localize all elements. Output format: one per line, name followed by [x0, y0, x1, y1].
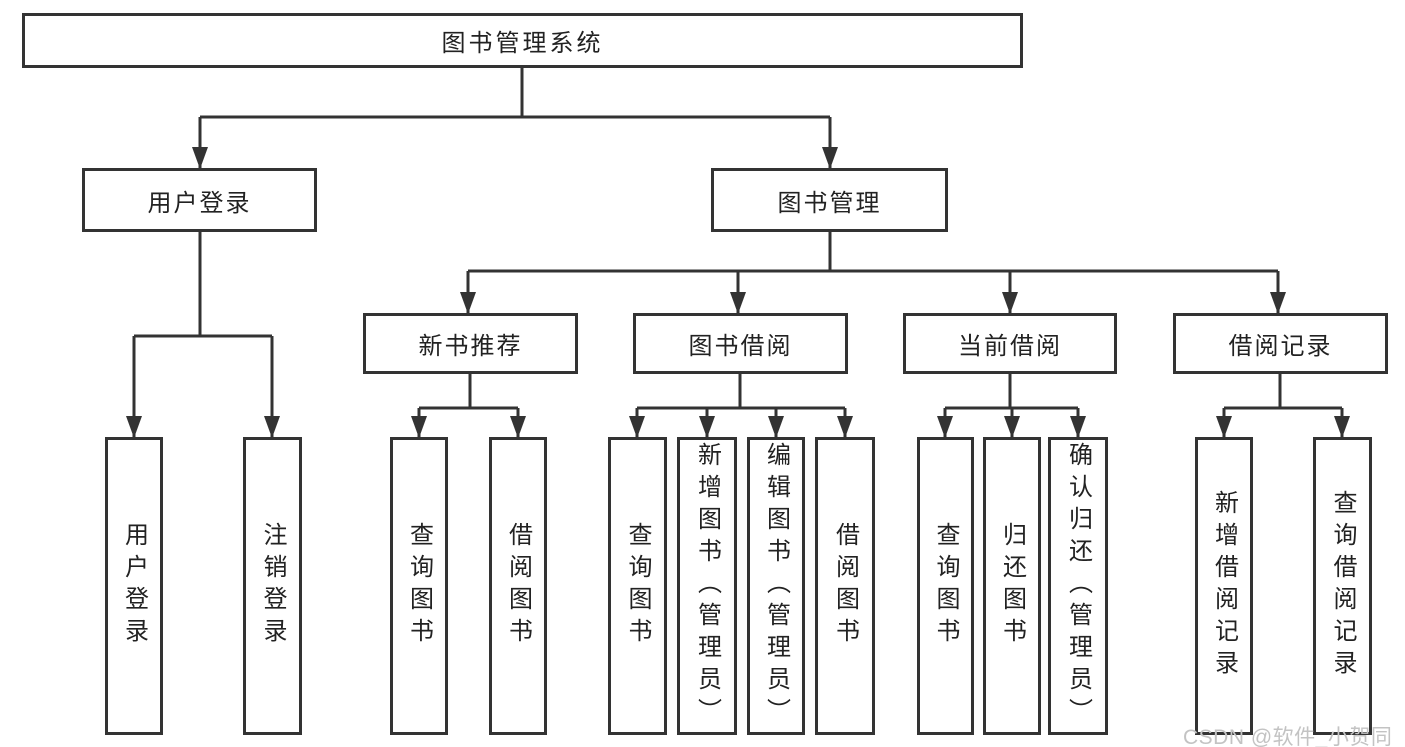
leaf-query-borrow-record: 查询借阅记录	[1313, 437, 1372, 735]
node-book-management: 图书管理	[711, 168, 948, 232]
leaf-return-book: 归还图书	[983, 437, 1041, 735]
leaf-edit-book-admin: 编辑图书（管理员）	[747, 437, 805, 735]
node-book-borrowing: 图书借阅	[633, 313, 848, 374]
node-user-login: 用户登录	[82, 168, 317, 232]
watermark-text: CSDN @软件_小贺同学	[1183, 726, 1393, 747]
leaf-query-books-borrowing: 查询图书	[608, 437, 667, 735]
node-new-book-recommendation: 新书推荐	[363, 313, 578, 374]
leaf-borrow-books-borrowing: 借阅图书	[815, 437, 875, 735]
leaf-user-login: 用户登录	[105, 437, 163, 735]
leaf-confirm-return-admin: 确认归还（管理员）	[1048, 437, 1108, 735]
leaf-add-borrow-record: 新增借阅记录	[1195, 437, 1253, 735]
leaf-logout: 注销登录	[243, 437, 302, 735]
node-library-management-system: 图书管理系统	[22, 13, 1023, 68]
leaf-add-book-admin: 新增图书（管理员）	[677, 437, 737, 735]
leaf-query-books-current: 查询图书	[917, 437, 974, 735]
leaf-query-books-recommend: 查询图书	[390, 437, 448, 735]
leaf-borrow-books-recommend: 借阅图书	[489, 437, 547, 735]
node-borrowing-records: 借阅记录	[1173, 313, 1388, 374]
node-current-borrowing: 当前借阅	[903, 313, 1117, 374]
